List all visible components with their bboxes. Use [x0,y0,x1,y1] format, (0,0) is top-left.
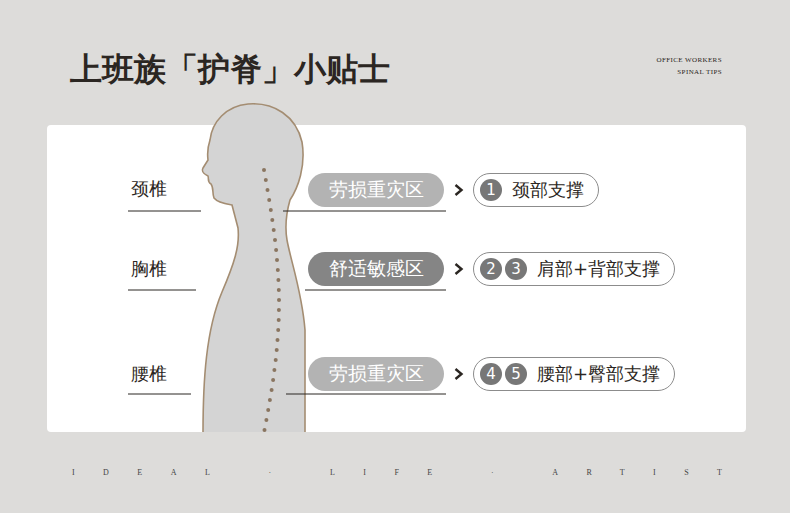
callout-number: 5 [505,363,527,385]
support-text: 腰部+臀部支撑 [537,362,660,386]
callout-digit: 5 [511,365,521,383]
footer-text: IDEAL · LIFE · ARTIST [72,468,750,477]
vertebra-label: 胸椎 [131,257,167,281]
zone-text: 劳损重灾区 [329,177,424,203]
support-box: 45 腰部+臀部支撑 [473,357,675,391]
zone-pill: 劳损重灾区 [308,173,444,207]
subtitle-en: OFFICE WORKERS SPINAL TIPS [632,54,722,78]
body-silhouette [202,104,305,432]
leader-lines [128,211,446,394]
chevron-connector [444,185,473,195]
callout-digit: 3 [511,260,521,278]
callout-digit: 2 [486,260,496,278]
callout-number: 1 [480,179,502,201]
zone-pill: 劳损重灾区 [308,357,444,391]
support-text: 颈部支撑 [512,178,584,202]
zone-text: 舒适敏感区 [329,256,424,282]
support-box: 1 颈部支撑 [473,173,599,207]
support-text: 肩部+背部支撑 [537,257,660,281]
vertebra-label: 颈椎 [131,177,167,201]
chevron-connector [444,264,473,274]
vertebra-label: 腰椎 [131,362,167,386]
callout-digit: 1 [486,181,496,199]
callout-number: 2 [480,258,502,280]
zone-pill: 舒适敏感区 [308,252,444,286]
spine-dots [262,168,281,432]
callout-digit: 4 [486,365,496,383]
zone-text: 劳损重灾区 [329,361,424,387]
chevron-connector [444,369,473,379]
support-box: 23 肩部+背部支撑 [473,252,675,286]
title: 上班族「护脊」小贴士 [70,48,390,92]
callout-number: 3 [505,258,527,280]
callout-number: 4 [480,363,502,385]
